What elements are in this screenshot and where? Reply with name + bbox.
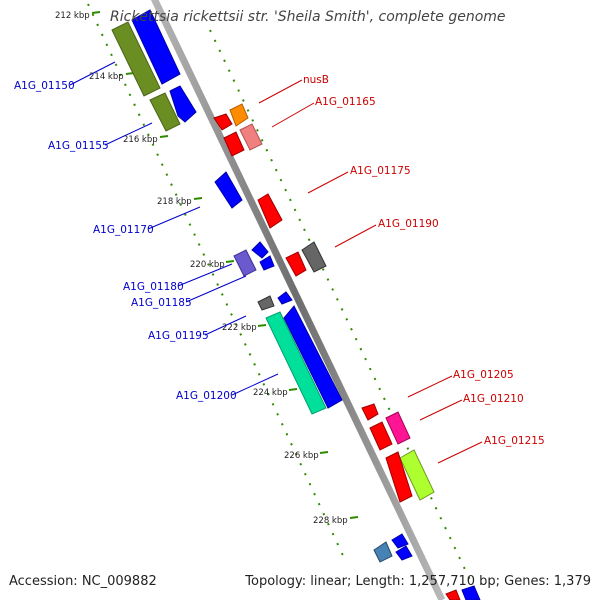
gene-bottom-red[interactable] [445, 589, 461, 600]
gene-A1G_01155-b[interactable] [169, 85, 197, 123]
label-A1G_01195[interactable]: A1G_01195 [148, 330, 209, 342]
gene-A1G_01210-b[interactable] [369, 421, 393, 451]
gene-nusB[interactable] [229, 103, 249, 127]
gene-A1G_01195-b[interactable] [277, 291, 293, 305]
gene-A1G_01195[interactable] [257, 295, 275, 311]
tick-label-214: 214 kbp [89, 72, 124, 82]
label-A1G_01155[interactable]: A1G_01155 [48, 140, 109, 152]
forward-strand-outer-guide [209, 29, 471, 581]
gene-A1G_01170[interactable] [214, 171, 243, 209]
gene-bottom-blue[interactable] [461, 585, 481, 600]
gene-A1G_01180-b[interactable] [251, 241, 269, 259]
gene-A1G_01210[interactable] [385, 411, 411, 445]
gene-228-a[interactable] [373, 541, 393, 563]
label-A1G_01215[interactable]: A1G_01215 [484, 435, 545, 447]
tick-label-224: 224 kbp [253, 388, 288, 398]
gene-A1G_01150[interactable] [111, 21, 161, 97]
label-nusB[interactable]: nusB [303, 74, 329, 86]
gene-A1G_01150-b[interactable] [131, 9, 181, 85]
leader-lines-right [258, 79, 483, 464]
tick-label-226: 226 kbp [284, 451, 319, 461]
tick-marks [91, 11, 359, 519]
gene-A1G_01190[interactable] [301, 241, 327, 273]
map-title: Rickettsia rickettsii str. 'Sheila Smith… [110, 9, 506, 25]
forward-strand-genes [213, 103, 481, 600]
gene-A1G_01155[interactable] [149, 92, 181, 132]
topology-summary: Topology: linear; Length: 1,257,710 bp; … [245, 574, 591, 589]
gene-labels-left: A1G_01150 A1G_01155 A1G_01170 A1G_01180 … [14, 80, 237, 402]
gene-A1G_01190-b[interactable] [285, 251, 307, 277]
gene-A1G_01165[interactable] [239, 123, 263, 151]
label-A1G_01165[interactable]: A1G_01165 [315, 96, 376, 108]
gene-A1G_01165-a[interactable] [213, 113, 233, 131]
label-A1G_01175[interactable]: A1G_01175 [350, 165, 411, 177]
label-A1G_01200[interactable]: A1G_01200 [176, 390, 237, 402]
gene-A1G_01185[interactable] [259, 255, 275, 271]
gene-228-c[interactable] [395, 545, 413, 561]
gene-labels-right: nusB A1G_01165 A1G_01175 A1G_01190 A1G_0… [303, 74, 545, 447]
tick-label-228: 228 kbp [313, 516, 348, 526]
tick-label-220: 220 kbp [190, 260, 225, 270]
tick-label-222: 222 kbp [222, 323, 257, 333]
gene-A1G_01180[interactable] [233, 249, 257, 277]
label-A1G_01180[interactable]: A1G_01180 [123, 281, 184, 293]
tick-labels: 212 kbp 214 kbp 216 kbp 218 kbp 220 kbp … [55, 11, 348, 526]
leader-lines-left [69, 61, 279, 396]
accession-text: Accession: NC_009882 [9, 574, 157, 589]
gene-A1G_01215[interactable] [399, 449, 435, 501]
gene-A1G_01165-c[interactable] [223, 131, 245, 157]
gene-A1G_01175[interactable] [257, 193, 283, 229]
label-A1G_01210[interactable]: A1G_01210 [463, 393, 524, 405]
tick-label-218: 218 kbp [157, 197, 192, 207]
tick-label-216: 216 kbp [123, 135, 158, 145]
label-A1G_01150[interactable]: A1G_01150 [14, 80, 75, 92]
gene-A1G_01200-b[interactable] [283, 305, 343, 409]
label-A1G_01185[interactable]: A1G_01185 [131, 297, 192, 309]
gene-A1G_01215-b[interactable] [385, 451, 413, 503]
label-A1G_01205[interactable]: A1G_01205 [453, 369, 514, 381]
label-A1G_01170[interactable]: A1G_01170 [93, 224, 154, 236]
reverse-strand-genes [111, 9, 413, 563]
label-A1G_01190[interactable]: A1G_01190 [378, 218, 439, 230]
genome-backbone [150, 0, 446, 600]
gene-A1G_01205[interactable] [361, 403, 379, 421]
tick-label-212: 212 kbp [55, 11, 90, 21]
gene-A1G_01200[interactable] [265, 311, 327, 415]
gene-228-b[interactable] [391, 533, 409, 549]
